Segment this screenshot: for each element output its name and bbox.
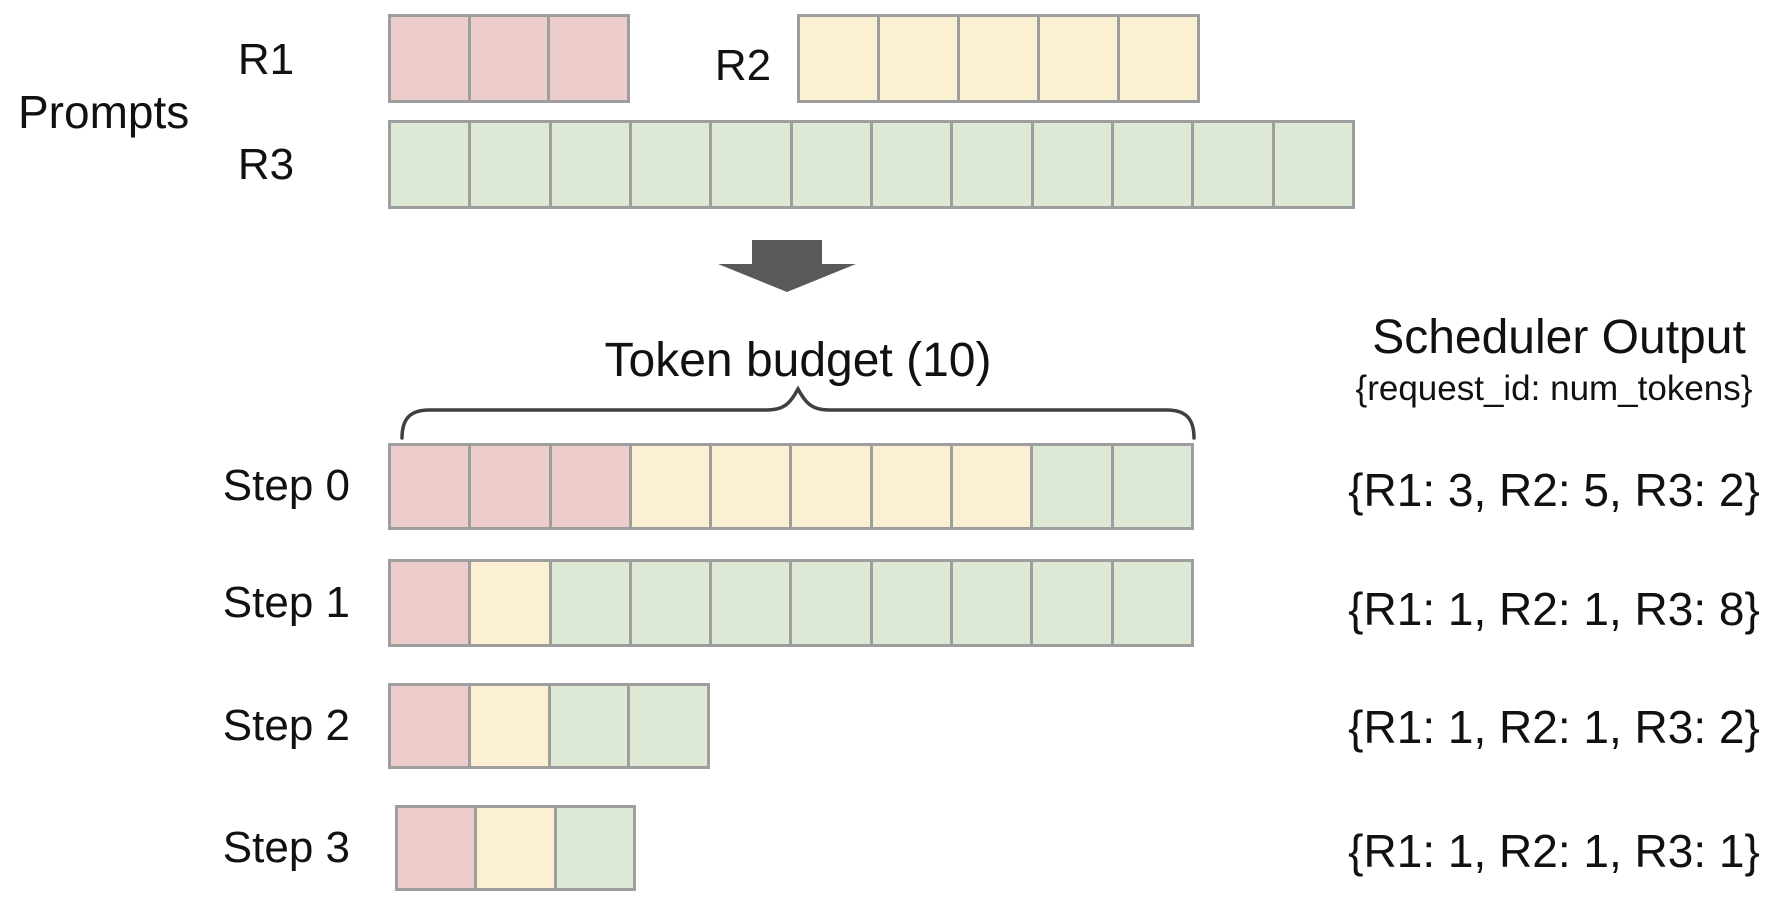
scheduler-output-line-0: {R1: 3, R2: 5, R3: 2} [1348,464,1760,516]
token-cell-r1 [391,17,468,100]
prompt-token-row-r3 [388,120,1355,209]
token-cell-r2 [950,446,1031,527]
scheduler-output-subtitle: {request_id: num_tokens} [1355,369,1753,408]
prompts-label: Prompts [18,86,190,138]
token-cell-r2 [957,17,1037,100]
token-cell-r1 [547,17,628,100]
token-cell-r3 [1030,562,1111,644]
token-cell-r3 [789,123,870,206]
token-cell-r3 [1110,562,1191,644]
token-cell-r1 [391,446,469,527]
token-cell-r1 [391,686,468,766]
scheduler-output-line-3: {R1: 1, R2: 1, R3: 1} [1348,825,1760,877]
token-cell-r3 [628,562,710,644]
token-cell-r3 [950,123,1031,206]
token-cell-r2 [869,446,951,527]
token-cell-r2 [628,446,710,527]
token-cell-r2 [877,17,957,100]
token-cell-r2 [789,446,870,527]
token-cell-r3 [628,123,710,206]
prompt-token-row-r2 [797,14,1200,103]
token-cell-r2 [474,808,554,888]
step-label-2: Step 2 [222,701,350,750]
step-label-0: Step 0 [222,461,350,510]
token-cell-r2 [467,686,548,766]
token-cell-r3 [950,562,1031,644]
down-arrow-icon [718,240,856,292]
token-cell-r2 [709,446,790,527]
request-label-r1: R1 [237,35,295,84]
scheduler-output-title: Scheduler Output [1372,311,1746,364]
token-cell-r2 [468,562,549,644]
scheduler-output-line-1: {R1: 1, R2: 1, R3: 8} [1348,583,1760,635]
token-cell-r3 [789,562,870,644]
token-cell-r2 [800,17,877,100]
token-cell-r3 [1030,446,1111,527]
token-cell-r3 [709,562,790,644]
token-cell-r3 [547,686,628,766]
step-token-row-0 [388,443,1194,530]
token-cell-r3 [548,562,629,644]
token-cell-r3 [548,123,629,206]
token-cell-r3 [1030,123,1111,206]
step-label-3: Step 3 [222,823,350,872]
token-cell-r3 [468,123,549,206]
token-cell-r1 [398,808,475,888]
request-label-r3: R3 [237,140,295,189]
token-cell-r3 [553,808,633,888]
token-cell-r3 [709,123,790,206]
step-token-row-3 [395,805,636,891]
token-cell-r1 [467,17,548,100]
curly-brace [399,385,1197,442]
scheduler-output-line-2: {R1: 1, R2: 1, R3: 2} [1348,701,1760,753]
token-cell-r3 [1110,123,1192,206]
token-cell-r1 [548,446,629,527]
token-cell-r3 [869,562,951,644]
token-cell-r1 [391,562,469,644]
token-budget-title: Token budget (10) [604,334,992,387]
prompt-token-row-r1 [388,14,630,103]
token-cell-r2 [1117,17,1197,100]
token-cell-r1 [468,446,549,527]
down-arrow-shape [718,240,856,292]
token-cell-r3 [627,686,707,766]
request-label-r2: R2 [714,41,772,90]
token-cell-r3 [1191,123,1272,206]
token-cell-r2 [1037,17,1117,100]
curly-brace-path [400,385,1196,440]
step-token-row-2 [388,683,710,769]
token-cell-r3 [1271,123,1352,206]
token-cell-r3 [869,123,951,206]
step-label-1: Step 1 [222,578,350,627]
step-token-row-1 [388,559,1194,647]
token-cell-r3 [391,123,469,206]
token-cell-r3 [1110,446,1191,527]
